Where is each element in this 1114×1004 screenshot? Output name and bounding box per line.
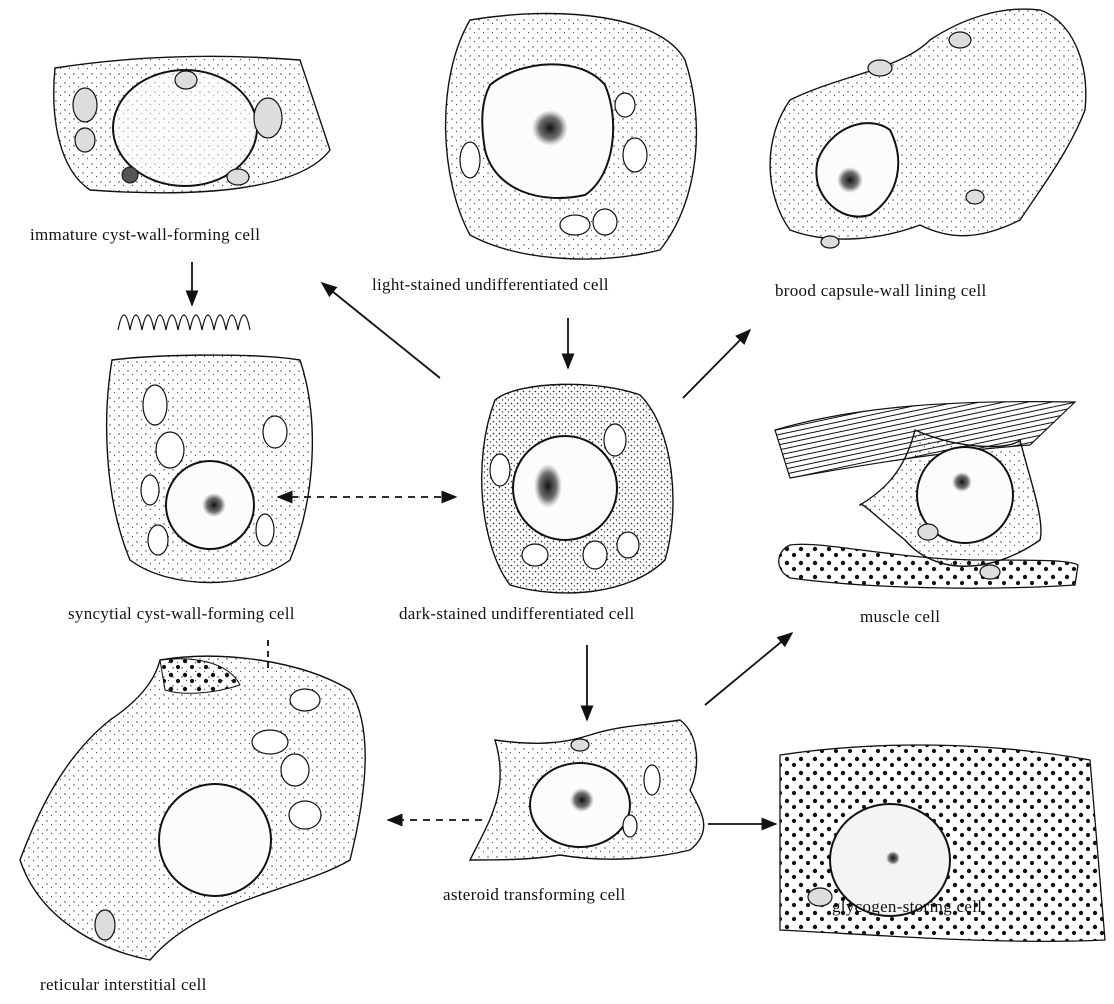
dark-stained-undifferentiated-cell-drawing (482, 384, 673, 593)
label-dark-stained-undifferentiated-cell: dark-stained undifferentiated cell (399, 604, 635, 624)
arrow-dark-to-immature (322, 283, 440, 378)
arrow-dark-to-brood (683, 330, 750, 398)
asteroid-transforming-cell-drawing (470, 720, 704, 860)
immature-cyst-wall-forming-cell-drawing (54, 56, 330, 192)
reticular-interstitial-cell-drawing (20, 656, 365, 960)
label-reticular-interstitial-cell: reticular interstitial cell (40, 975, 207, 995)
label-asteroid-transforming-cell: asteroid transforming cell (443, 885, 625, 905)
label-glycogen-storing-cell: glycogen-storing cell (832, 897, 982, 917)
label-light-stained-undifferentiated-cell: light-stained undifferentiated cell (372, 275, 609, 295)
brood-capsule-wall-lining-cell-drawing (770, 9, 1086, 248)
label-syncytial-cyst-wall-forming-cell: syncytial cyst-wall-forming cell (68, 604, 295, 624)
light-stained-undifferentiated-cell-drawing (446, 13, 697, 258)
label-immature-cyst-wall-forming-cell: immature cyst-wall-forming cell (30, 225, 260, 245)
muscle-cell-drawing (775, 402, 1078, 589)
label-brood-capsule-wall-lining-cell: brood capsule-wall lining cell (775, 281, 987, 301)
label-muscle-cell: muscle cell (860, 607, 940, 627)
arrow-asteroid-to-muscle (705, 633, 792, 705)
syncytial-cyst-wall-forming-cell-drawing (107, 315, 313, 583)
